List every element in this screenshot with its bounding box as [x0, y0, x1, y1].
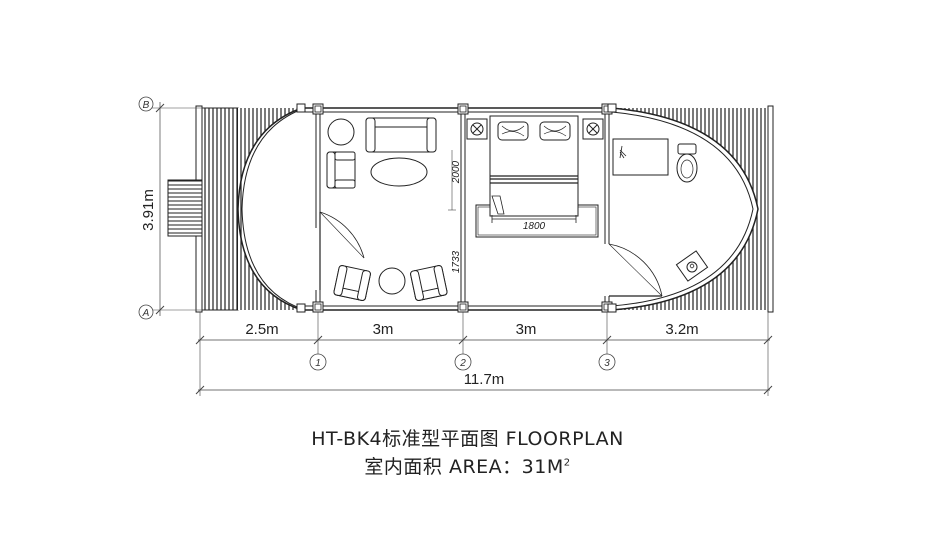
- armchair-bottom-left: [333, 265, 371, 301]
- plan-title: HT-BK4标准型平面图 FLOORPLAN: [311, 428, 624, 450]
- segment-dimensions: 2.5m 3m 3m 3.2m: [195, 312, 773, 346]
- nightstand-left: [466, 118, 488, 140]
- bathroom: [608, 138, 709, 297]
- wall-length-label: 1733: [451, 250, 462, 273]
- axis-bubble-2: [454, 353, 472, 371]
- right-deck: [611, 105, 774, 313]
- axis-label-a: A: [142, 308, 150, 319]
- area-unit-superscript: 2: [563, 457, 571, 469]
- bedroom: [466, 115, 604, 238]
- living-door: [319, 211, 365, 290]
- height-label: 3.91m: [140, 189, 157, 231]
- axis-bubble-1: [309, 353, 327, 371]
- side-table-bottom: [378, 267, 406, 295]
- bed-width-label: 1800: [523, 221, 546, 232]
- segment-3-label: 3m: [516, 321, 537, 338]
- column-axes: 1 2 3: [309, 346, 616, 371]
- axis-bubble-b: [138, 96, 154, 112]
- area-text: 室内面积 AREA：31M: [364, 456, 564, 478]
- segment-4-label: 3.2m: [665, 321, 698, 338]
- side-table-top: [327, 118, 355, 146]
- total-dimension: 11.7m: [195, 346, 773, 396]
- house-walls: [296, 103, 617, 313]
- left-deck: [195, 105, 244, 313]
- axis-label-1: 1: [315, 358, 321, 369]
- double-bed: [489, 115, 579, 217]
- vanity: [612, 138, 669, 176]
- nightstand-right: [582, 118, 604, 140]
- sofa: [365, 117, 437, 153]
- bed-length-label: 2000: [451, 160, 462, 184]
- interior-dimensions: 1800 2000 1733: [448, 150, 546, 273]
- shower-drain: [675, 250, 709, 282]
- axis-label-b: B: [143, 100, 150, 111]
- bed-width-dim: [491, 215, 577, 223]
- living-room: [319, 117, 448, 301]
- entrance-steps: [167, 179, 203, 237]
- axis-label-2: 2: [459, 358, 466, 369]
- armchair-left: [326, 151, 356, 189]
- left-curved-wall: [237, 107, 306, 311]
- toilet: [676, 143, 698, 183]
- axis-bubble-a: [138, 304, 154, 320]
- coffee-table: [370, 157, 428, 187]
- segment-1-label: 2.5m: [245, 321, 278, 338]
- axis-label-3: 3: [604, 358, 610, 369]
- segment-2-label: 3m: [373, 321, 394, 338]
- armchair-bottom-right: [410, 265, 448, 301]
- bathroom-door: [608, 243, 663, 297]
- plan-area: 室内面积 AREA：31M2: [0, 452, 935, 479]
- height-dimension: B A 3.91m: [138, 96, 204, 320]
- axis-bubble-3: [598, 353, 616, 371]
- total-length-label: 11.7m: [464, 371, 505, 388]
